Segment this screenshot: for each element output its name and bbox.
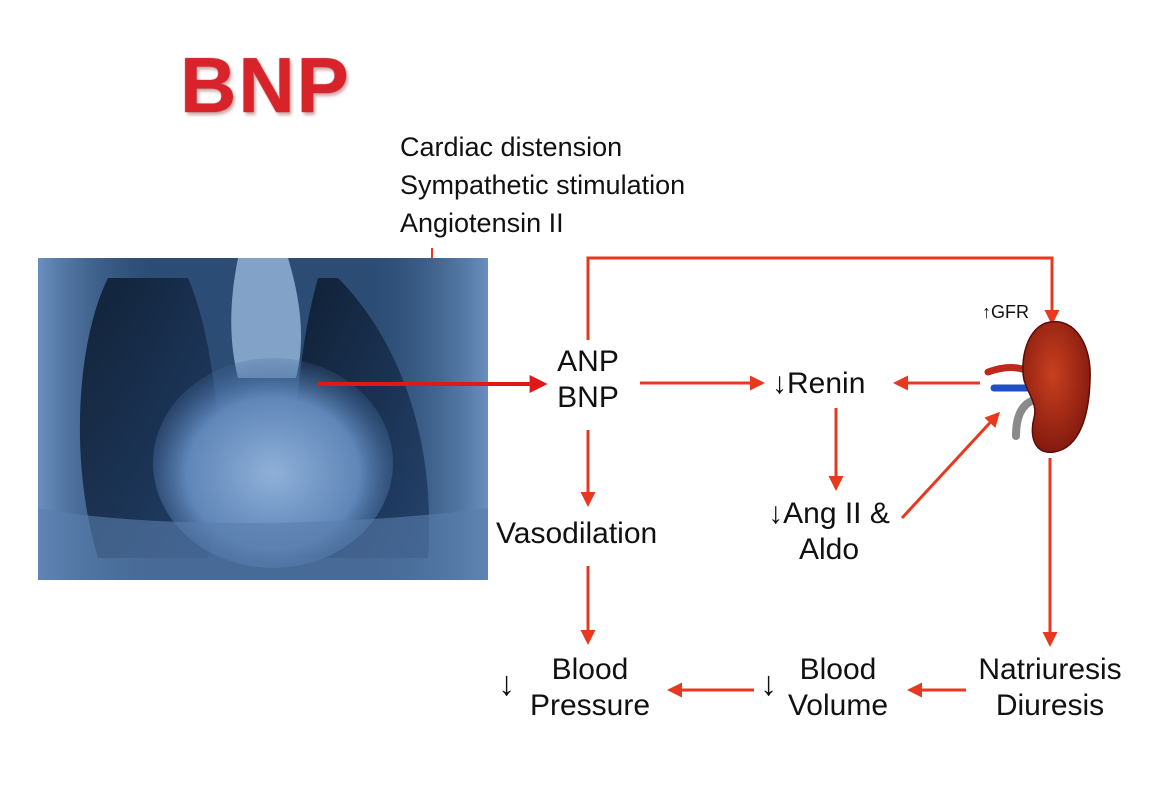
node-renin: ↓Renin xyxy=(772,366,865,402)
node-angii-aldo: ↓Ang II & Aldo xyxy=(754,496,904,568)
arrow-angii-to-kidney xyxy=(900,411,1001,520)
gfr-text: GFR xyxy=(991,302,1029,322)
diuresis-text: Diuresis xyxy=(995,689,1105,722)
gfr-label: ↑GFR xyxy=(982,302,1029,323)
peptide-bnp: BNP xyxy=(557,381,619,414)
title: BNP xyxy=(180,41,351,129)
node-natriuresis: Natriuresis Diuresis xyxy=(968,652,1132,724)
arrow-peptides-to-kidney xyxy=(586,256,1060,340)
chest-xray-image xyxy=(38,258,488,580)
node-vasodilation: Vasodilation xyxy=(496,517,658,550)
peptide-anp: ANP xyxy=(557,345,619,378)
down-arrow-icon: ↓ xyxy=(768,497,784,530)
stimulus-item: Cardiac distension xyxy=(400,132,623,162)
stimulus-item: Angiotensin II xyxy=(400,208,564,238)
volume-line-2: Volume xyxy=(787,689,889,722)
down-arrow-icon: ↓ xyxy=(772,367,787,400)
volume-line-1: Blood xyxy=(799,653,877,686)
node-blood-volume: ↓ Blood Volume xyxy=(760,652,894,724)
down-arrow-icon: ↓ xyxy=(498,665,515,703)
pressure-line-2: Pressure xyxy=(529,689,651,722)
stimuli-list: Cardiac distension Sympathetic stimulati… xyxy=(400,128,685,242)
node-peptides: ANP BNP xyxy=(548,344,628,416)
kidney-icon xyxy=(984,320,1091,453)
node-blood-pressure: ↓ Blood Pressure xyxy=(498,652,660,724)
natriuresis-text: Natriuresis xyxy=(978,653,1122,686)
angii-text: Ang II & xyxy=(783,497,890,530)
aldo-text: Aldo xyxy=(798,533,860,566)
pressure-line-1: Blood xyxy=(551,653,629,686)
renin-text: Renin xyxy=(787,367,866,400)
down-arrow-icon: ↓ xyxy=(760,665,777,703)
up-arrow-icon: ↑ xyxy=(982,302,991,322)
stimulus-item: Sympathetic stimulation xyxy=(400,170,686,200)
